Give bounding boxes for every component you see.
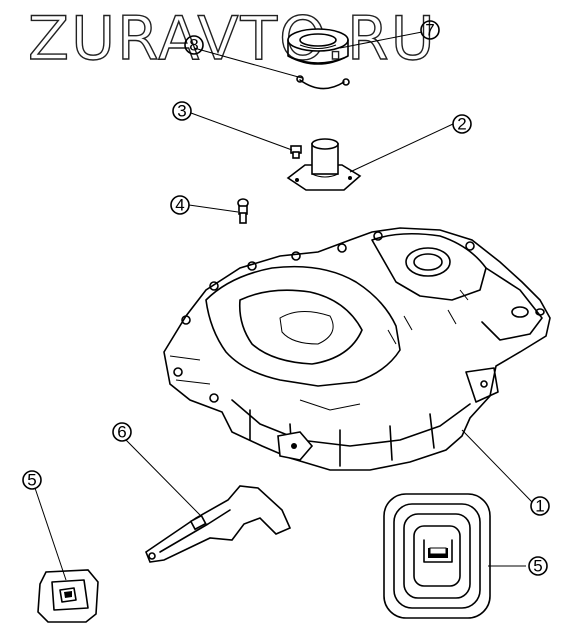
callout-6-label: 6 xyxy=(117,423,126,442)
retaining-spring-drawing xyxy=(296,75,350,90)
callout-1-label: 1 xyxy=(535,497,544,516)
callout-7-label: 7 xyxy=(425,21,434,40)
callout-5-small: 5 xyxy=(22,470,42,490)
bolt-drawing xyxy=(290,145,302,159)
release-bearing-drawing xyxy=(287,28,349,65)
watermark: ZURAVTO.RU xyxy=(27,3,437,74)
callout-6: 6 xyxy=(112,422,132,442)
boot-small-drawing xyxy=(37,569,99,623)
callout-1: 1 xyxy=(530,496,550,516)
callout-7: 7 xyxy=(420,20,440,40)
callout-2: 2 xyxy=(452,114,472,134)
callout-3-label: 3 xyxy=(177,102,186,121)
callout-5-small-label: 5 xyxy=(27,471,36,490)
callout-4: 4 xyxy=(170,195,190,215)
callout-3: 3 xyxy=(172,101,192,121)
leader-lines xyxy=(34,31,533,581)
release-fork-drawing xyxy=(145,485,292,563)
clutch-housing-drawing xyxy=(163,227,551,471)
ball-stud-drawing xyxy=(237,198,249,224)
callout-2-label: 2 xyxy=(457,115,466,134)
callout-5-large-label: 5 xyxy=(533,557,542,576)
boot-large-drawing xyxy=(383,493,491,619)
callout-5-large: 5 xyxy=(528,556,548,576)
callout-4-label: 4 xyxy=(175,196,184,215)
callout-8: 8 xyxy=(184,35,204,55)
release-guide-drawing xyxy=(286,138,362,191)
callout-8-label: 8 xyxy=(189,36,198,55)
